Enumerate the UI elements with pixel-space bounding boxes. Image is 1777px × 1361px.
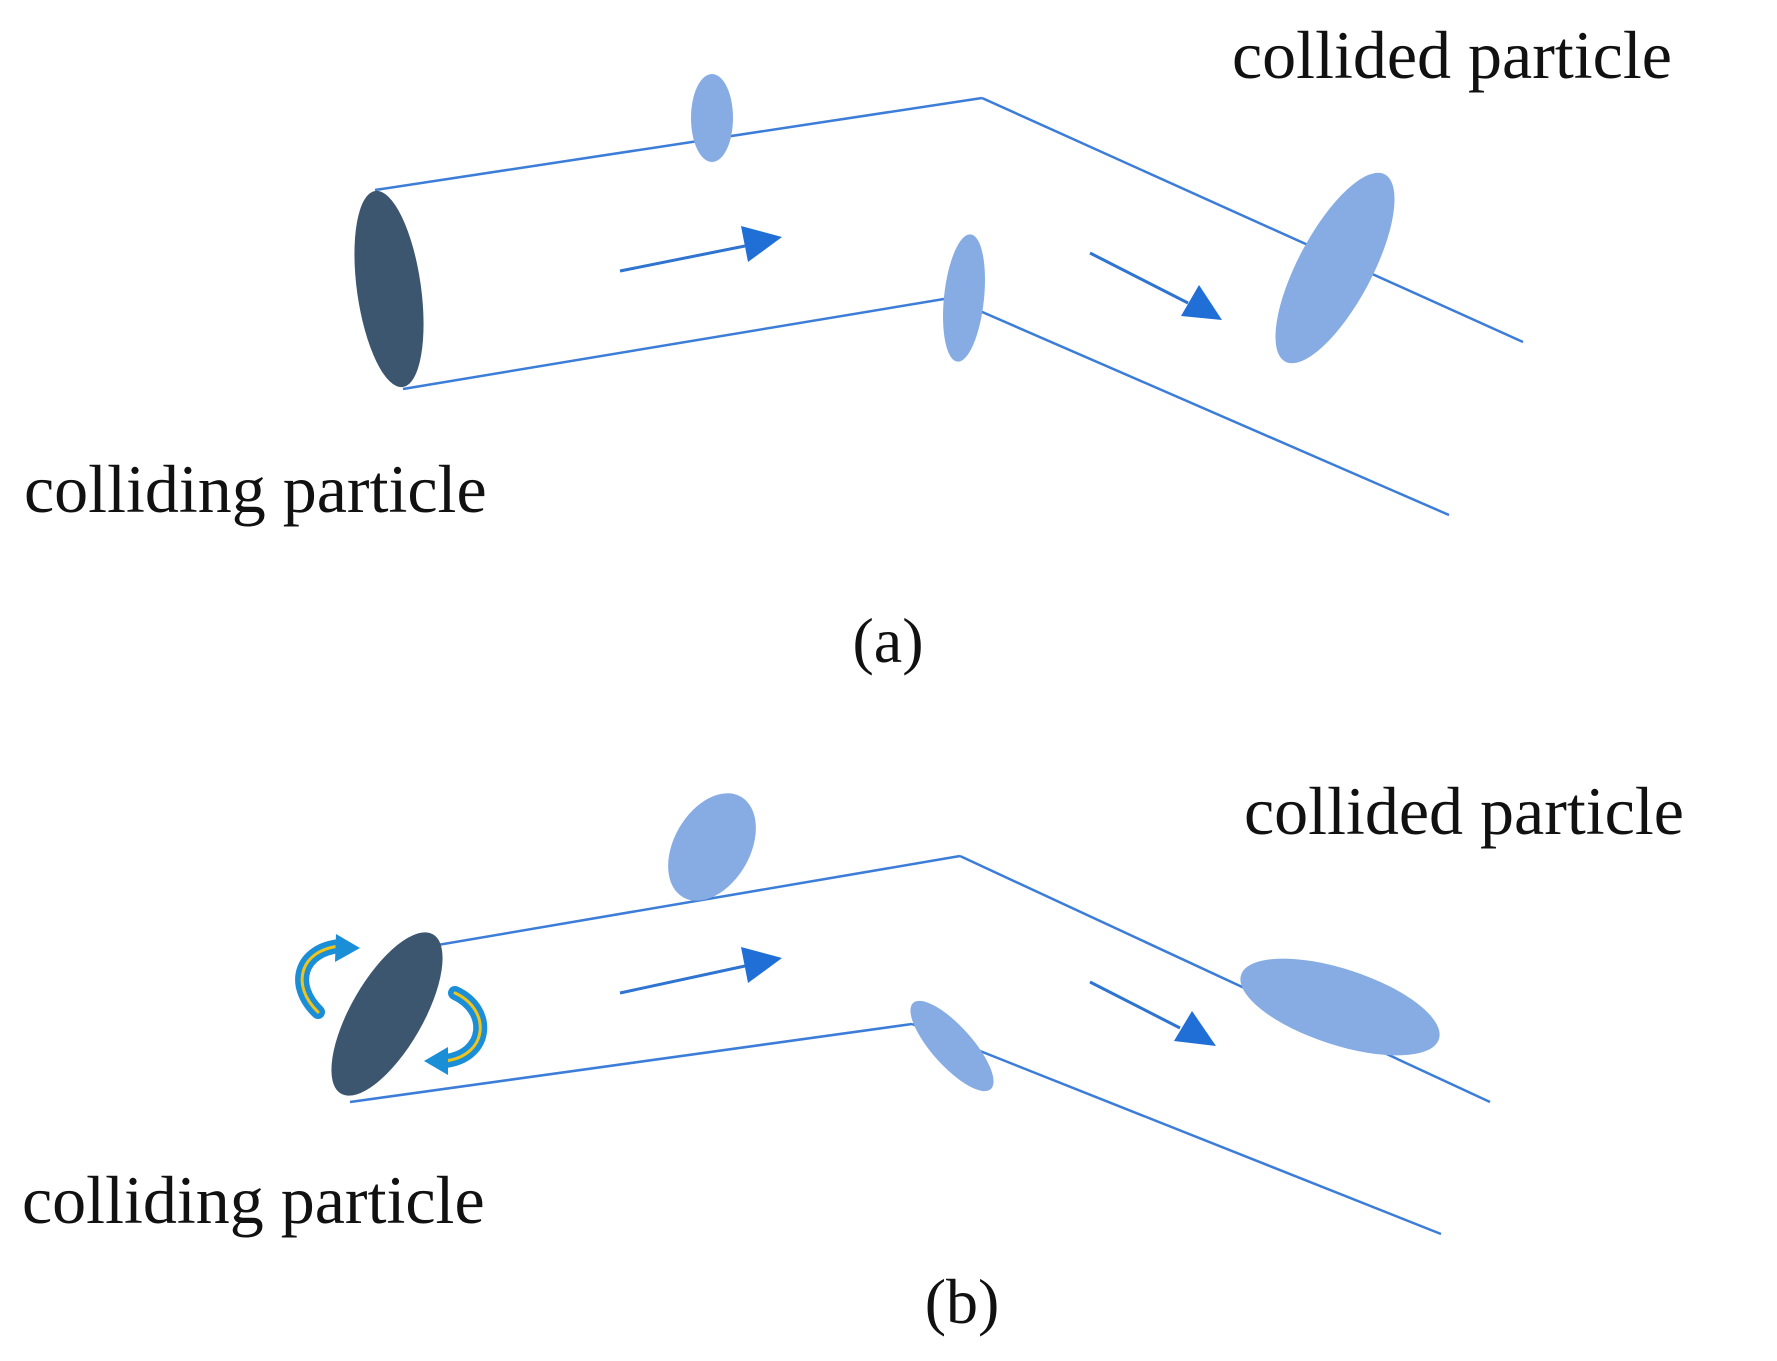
collided-particle-upper [668,793,756,901]
label-collided-particle-a: collided particle [1232,17,1672,93]
caption-b: (b) [925,1266,1000,1337]
collided-particle-lower [910,1000,994,1092]
colliding-particle [354,190,424,388]
label-collided-particle-b: collided particle [1244,773,1684,849]
collided-particle-upper [691,74,733,162]
rotation-arrow-upper-icon [295,934,360,1019]
caption-a: (a) [852,605,923,676]
path-upper-segment-2 [959,854,1491,1104]
path-upper-segment-1 [374,96,983,192]
collided-particle-lower [943,234,985,362]
path-lower-segment-2 [911,1022,1442,1236]
path-lower-segment-1 [349,1022,913,1104]
panel-a: collided particle colliding particle (a) [24,17,1672,676]
flow-arrow-1 [619,226,782,273]
path-upper-segment-1 [419,854,961,950]
rotation-arrow-lower-icon [424,986,488,1075]
label-colliding-particle-b: colliding particle [22,1162,485,1238]
flow-arrow-2 [1089,980,1216,1046]
path-lower-segment-2 [949,296,1450,517]
label-colliding-particle-a: colliding particle [24,451,487,527]
path-upper-segment-2 [981,96,1524,344]
path-lower-segment-1 [402,296,951,391]
flow-arrow-1 [619,947,782,995]
panel-b: collided particle colliding particle (b) [22,773,1684,1337]
collided-particle-large [1275,172,1395,364]
colliding-particle [331,932,443,1096]
collided-particle-large [1240,958,1440,1056]
flow-arrow-2 [1089,251,1222,320]
